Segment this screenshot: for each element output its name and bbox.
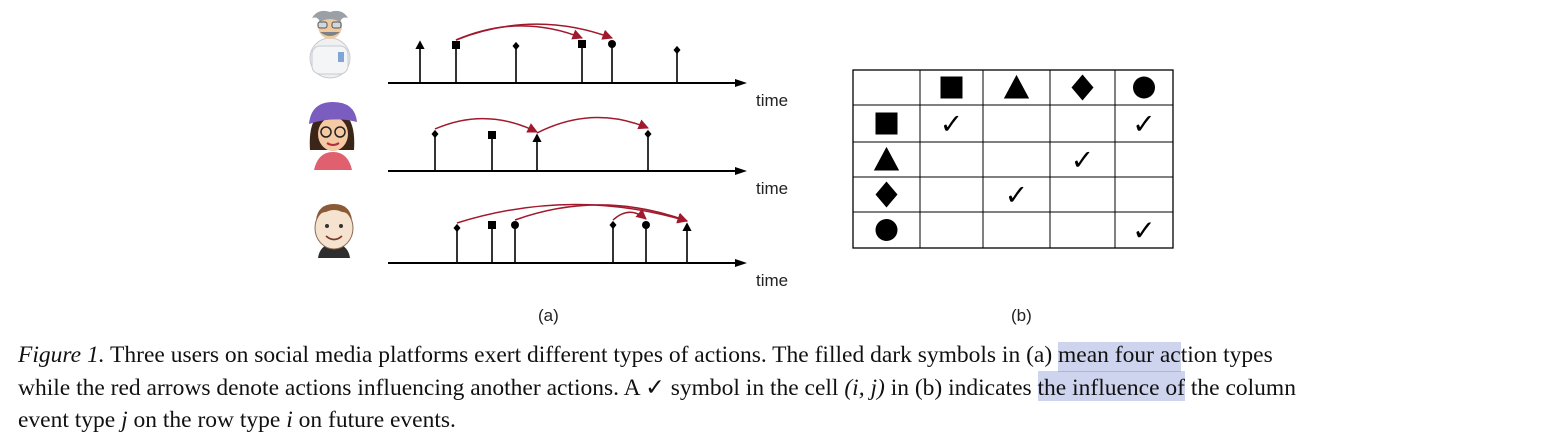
- event-diamond-marker: [673, 45, 681, 55]
- time-axis-label-2: time: [756, 179, 788, 198]
- variable-j: j: [121, 407, 128, 433]
- column-header-triangle-symbol: [1003, 74, 1030, 99]
- column-header-square-symbol: [940, 76, 963, 99]
- influence-arrow: [536, 116, 649, 134]
- caption-line-2: while the red arrows denote actions infl…: [18, 370, 1518, 405]
- matrix-border: [852, 69, 1174, 249]
- panel-b-influence-matrix: ✓ ✓ ✓ ✓ ✓ (b): [852, 69, 1174, 325]
- caption-figure-label: Figure 1.: [18, 342, 105, 368]
- event-square-marker: [452, 41, 460, 49]
- column-header-circle-symbol: [1133, 76, 1155, 99]
- event-square-marker: [488, 131, 496, 139]
- old-scientist-avatar: [309, 10, 351, 79]
- caption-text: on future events.: [292, 407, 456, 433]
- event-diamond-marker: [609, 220, 617, 230]
- time-axis-label-1: time: [756, 91, 788, 110]
- check-mark: ✓: [1132, 214, 1155, 247]
- caption-highlight-1: mean four ac: [1058, 342, 1181, 372]
- check-mark: ✓: [940, 108, 963, 141]
- event-circle-marker: [511, 221, 519, 229]
- caption-text: in (b) indicates: [884, 374, 1038, 401]
- caption-text: the column: [1185, 374, 1296, 401]
- event-diamond-marker: [512, 41, 520, 51]
- caption-line-1: Figure 1. Three users on social media pl…: [18, 339, 1518, 372]
- caption-text: Three users on social media platforms ex…: [104, 342, 1059, 368]
- figure-caption: Figure 1. Three users on social media pl…: [18, 339, 1518, 437]
- event-circle-marker: [608, 40, 616, 48]
- time-axis-label-3: time: [756, 271, 788, 290]
- panel-a-timelines: time time time (a): [309, 10, 788, 325]
- row-header-square-symbol: [875, 112, 898, 135]
- smiling-man-avatar: [314, 204, 354, 258]
- influence-arrow: [612, 208, 647, 221]
- check-symbol: ✓: [645, 374, 665, 401]
- caption-text: while the red arrows denote actions infl…: [18, 374, 646, 401]
- influence-arrow: [434, 117, 538, 133]
- cell-index-math: (i, j): [844, 374, 885, 401]
- influence-arrow: [455, 23, 613, 41]
- event-circle-marker: [642, 221, 650, 229]
- woman-hat-glasses-avatar: [309, 102, 357, 170]
- event-triangle-marker: [415, 40, 425, 49]
- variable-i: i: [286, 407, 293, 433]
- event-diamond-marker: [431, 129, 439, 139]
- row-header-triangle-symbol: [873, 146, 900, 171]
- column-header-diamond-symbol: [1071, 74, 1094, 101]
- event-triangle-marker: [682, 222, 692, 231]
- event-square-marker: [578, 40, 586, 48]
- caption-line-3: event type j on the row type i on future…: [18, 404, 1518, 437]
- panel-a-label: (a): [538, 306, 559, 325]
- panel-b-label: (b): [1011, 306, 1032, 325]
- check-mark: ✓: [1132, 108, 1155, 141]
- check-mark: ✓: [1071, 144, 1094, 177]
- event-diamond-marker: [644, 129, 652, 139]
- event-diamond-marker: [453, 223, 461, 233]
- caption-text: on the row type: [127, 407, 287, 433]
- figure-1: time time time (a) ✓ ✓ ✓ ✓ ✓ (b): [309, 10, 1174, 325]
- caption-highlight-2: the influence of: [1037, 370, 1185, 401]
- check-mark: ✓: [1005, 179, 1028, 212]
- event-triangle-marker: [532, 133, 542, 142]
- caption-text: symbol in the cell: [664, 374, 845, 401]
- event-square-marker: [488, 221, 496, 229]
- caption-text: event type: [18, 407, 122, 433]
- influence-arrow: [514, 204, 688, 223]
- caption-text: tion types: [1180, 342, 1273, 368]
- row-header-circle-symbol: [875, 219, 898, 241]
- influence-arrow: [456, 203, 689, 224]
- row-header-diamond-symbol: [875, 181, 898, 208]
